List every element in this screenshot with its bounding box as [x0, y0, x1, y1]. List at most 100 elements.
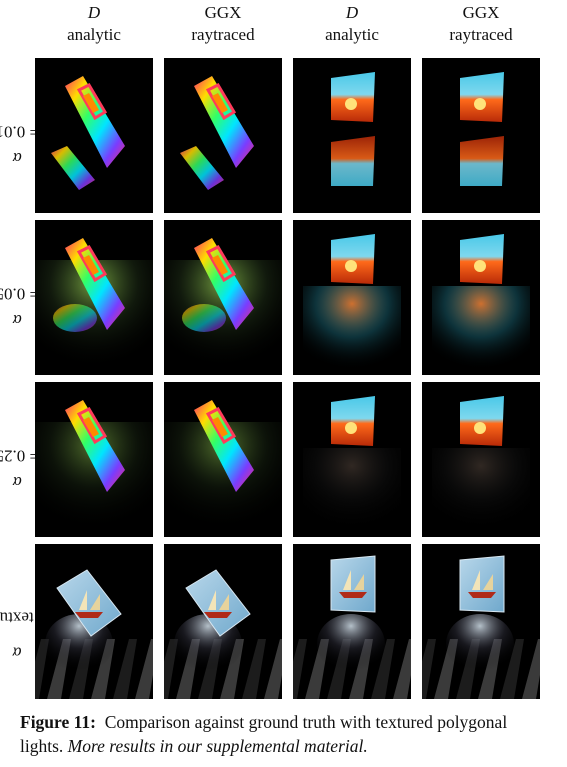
panel-center	[212, 417, 228, 437]
column-header-line2: raytraced	[191, 25, 255, 44]
panel-center	[83, 255, 99, 275]
ship-hull	[204, 612, 232, 618]
rainbow-light-panel	[65, 238, 125, 330]
alpha-symbol: α	[12, 310, 22, 330]
floor-tile	[164, 639, 178, 699]
column-header-line2: analytic	[67, 25, 121, 44]
figure-caption: Figure 11: Comparison against ground tru…	[20, 710, 550, 758]
sun	[345, 98, 357, 110]
render-canvas	[35, 238, 153, 375]
ship-sail	[219, 594, 229, 610]
render-image-row1-col4	[422, 58, 540, 213]
sun	[345, 422, 357, 434]
render-image-row1-col2	[164, 58, 282, 213]
ship-light-panel	[56, 569, 122, 637]
alpha-symbol: α	[12, 148, 22, 168]
row-label-alpha-0.01: α = 0.01	[0, 58, 39, 213]
blurred-reflection	[182, 304, 226, 332]
render-canvas	[432, 234, 530, 375]
render-canvas	[164, 569, 282, 699]
column-header-line1: D	[87, 3, 101, 22]
alpha-symbol: α	[12, 643, 22, 663]
render-image-row2-col3	[293, 220, 411, 375]
column-header-d-analytic-2: D analytic	[293, 2, 411, 46]
sun	[345, 260, 357, 272]
panel-pattern	[76, 245, 108, 283]
panel-pattern	[76, 407, 108, 445]
ship-sail	[354, 574, 364, 590]
render-image-row2-col4	[422, 220, 540, 375]
ship-light-panel	[330, 555, 376, 613]
rainbow-light-panel	[65, 400, 125, 492]
ship-sail	[472, 570, 480, 590]
floor-tile	[135, 639, 153, 699]
row-label-alpha-0.05: α = 0.05	[0, 220, 39, 375]
render-canvas	[164, 238, 282, 375]
ship-sail	[208, 590, 216, 610]
panel-pattern	[205, 407, 237, 445]
floor-reflection-glow	[303, 448, 401, 537]
column-header-line2: raytraced	[449, 25, 513, 44]
render-image-row4-col3	[293, 544, 411, 699]
floor-reflection-glow	[432, 448, 530, 537]
floor-tile	[264, 639, 282, 699]
caption-text: Comparison against ground truth with tex…	[20, 712, 508, 756]
panel-center	[212, 255, 228, 275]
ship-hull	[468, 592, 496, 598]
render-canvas	[293, 555, 411, 699]
row-value: = 0.05	[0, 284, 39, 304]
column-header-ggx-raytraced-2: GGX raytraced	[422, 2, 540, 46]
panel-reflection	[331, 136, 375, 186]
render-canvas	[460, 72, 504, 186]
panel-center	[212, 93, 228, 113]
render-image-row1-col1	[35, 58, 153, 213]
render-image-row4-col2	[164, 544, 282, 699]
column-header-d-analytic-1: D analytic	[35, 2, 153, 46]
floor-reflection-glow	[432, 286, 530, 375]
floor-reflection-glow	[303, 286, 401, 375]
floor-tile	[371, 639, 395, 699]
panel-reflection	[460, 136, 504, 186]
render-image-row4-col4	[422, 544, 540, 699]
render-image-row2-col1	[35, 220, 153, 375]
ship-light-panel	[459, 555, 505, 613]
ship-hull	[75, 612, 103, 618]
column-header-line1: D	[345, 3, 359, 22]
render-image-row1-col3	[293, 58, 411, 213]
render-canvas	[35, 400, 153, 537]
panel-pattern	[205, 83, 237, 121]
ship-sail	[483, 574, 493, 590]
column-header-line1: GGX	[204, 3, 242, 22]
row-value: = 0.25	[0, 446, 39, 466]
panel-center	[83, 417, 99, 437]
ship-light-panel	[185, 569, 251, 637]
rainbow-light-panel	[194, 76, 254, 168]
ship-sail	[79, 590, 87, 610]
render-image-row3-col3	[293, 382, 411, 537]
ship-hull	[339, 592, 367, 598]
floor-tile	[242, 639, 266, 699]
sun	[474, 98, 486, 110]
floor-tile	[422, 639, 436, 699]
sunset-light-panel	[331, 396, 375, 446]
render-image-row4-col1	[35, 544, 153, 699]
floor-tile	[113, 639, 137, 699]
sunset-light-panel	[460, 396, 504, 446]
floor-tile	[522, 639, 540, 699]
render-image-row3-col1	[35, 382, 153, 537]
render-canvas	[422, 555, 540, 699]
floor-reflection-glow	[317, 614, 385, 674]
row-label-alpha-texture: α = texture	[0, 544, 48, 699]
sunset-light-panel	[331, 72, 375, 122]
render-canvas	[35, 569, 153, 699]
column-header-line1: GGX	[462, 3, 500, 22]
column-header-ggx-raytraced-1: GGX raytraced	[164, 2, 282, 46]
floor-tile	[500, 639, 524, 699]
panel-reflection	[180, 146, 224, 190]
rainbow-light-panel	[194, 400, 254, 492]
sunset-light-panel	[460, 72, 504, 122]
sunset-light-panel	[331, 234, 375, 284]
column-header-line2: analytic	[325, 25, 379, 44]
panel-center	[83, 93, 99, 113]
alpha-symbol: α	[12, 472, 22, 492]
